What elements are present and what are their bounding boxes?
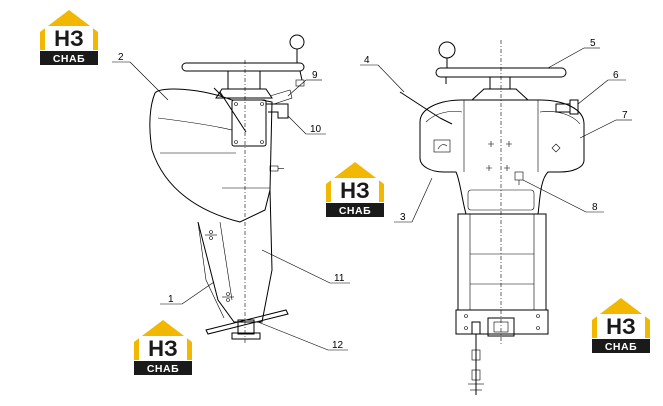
wheel-knob xyxy=(289,34,305,50)
floor-plate xyxy=(205,309,289,335)
callout-numbers: 1 2 3 4 5 6 7 8 9 10 11 12 xyxy=(118,38,628,351)
callout-6: 6 xyxy=(613,70,619,81)
svg-text:НЗ: НЗ xyxy=(606,314,636,339)
callout-12: 12 xyxy=(332,340,344,351)
brand-logo-bottom-left: НЗ СНАБ xyxy=(132,318,194,376)
callout-3: 3 xyxy=(400,212,406,223)
column-shroud xyxy=(149,88,273,223)
horn-symbol-icon xyxy=(551,143,561,153)
svg-text:СНАБ: СНАБ xyxy=(605,341,637,353)
connector xyxy=(569,99,579,115)
svg-text:НЗ: НЗ xyxy=(340,178,370,203)
svg-text:СНАБ: СНАБ xyxy=(53,53,85,65)
mounting-plate xyxy=(231,99,267,147)
brand-logo-top-left: НЗ СНАБ xyxy=(38,8,100,66)
svg-text:НЗ: НЗ xyxy=(148,336,178,361)
callout-1: 1 xyxy=(168,294,174,305)
callout-4: 4 xyxy=(364,55,370,66)
front-wheel-knob xyxy=(438,41,456,59)
svg-text:НЗ: НЗ xyxy=(54,26,84,51)
callout-10: 10 xyxy=(310,124,322,135)
wiper-symbol-icon xyxy=(433,139,451,153)
brand-logo-center: НЗ СНАБ xyxy=(324,160,386,218)
callout-5: 5 xyxy=(590,38,596,49)
callout-8: 8 xyxy=(592,202,598,213)
front-view xyxy=(399,40,585,395)
callout-11: 11 xyxy=(334,273,345,284)
svg-text:СНАБ: СНАБ xyxy=(339,205,371,217)
lower-column-front xyxy=(457,213,547,311)
svg-text:СНАБ: СНАБ xyxy=(147,363,179,375)
side-view xyxy=(149,34,305,345)
callout-7: 7 xyxy=(622,110,628,121)
column-housing xyxy=(419,99,585,215)
callout-leaders xyxy=(112,47,632,351)
base-plate xyxy=(455,309,549,335)
callout-9: 9 xyxy=(312,70,318,81)
turn-signal-lever xyxy=(399,91,441,119)
steering-wheel-rim xyxy=(181,62,305,72)
callout-2: 2 xyxy=(118,52,124,63)
tilt-lever xyxy=(219,91,247,133)
brand-logo-bottom-right: НЗ СНАБ xyxy=(590,296,652,354)
lower-column xyxy=(197,189,273,323)
